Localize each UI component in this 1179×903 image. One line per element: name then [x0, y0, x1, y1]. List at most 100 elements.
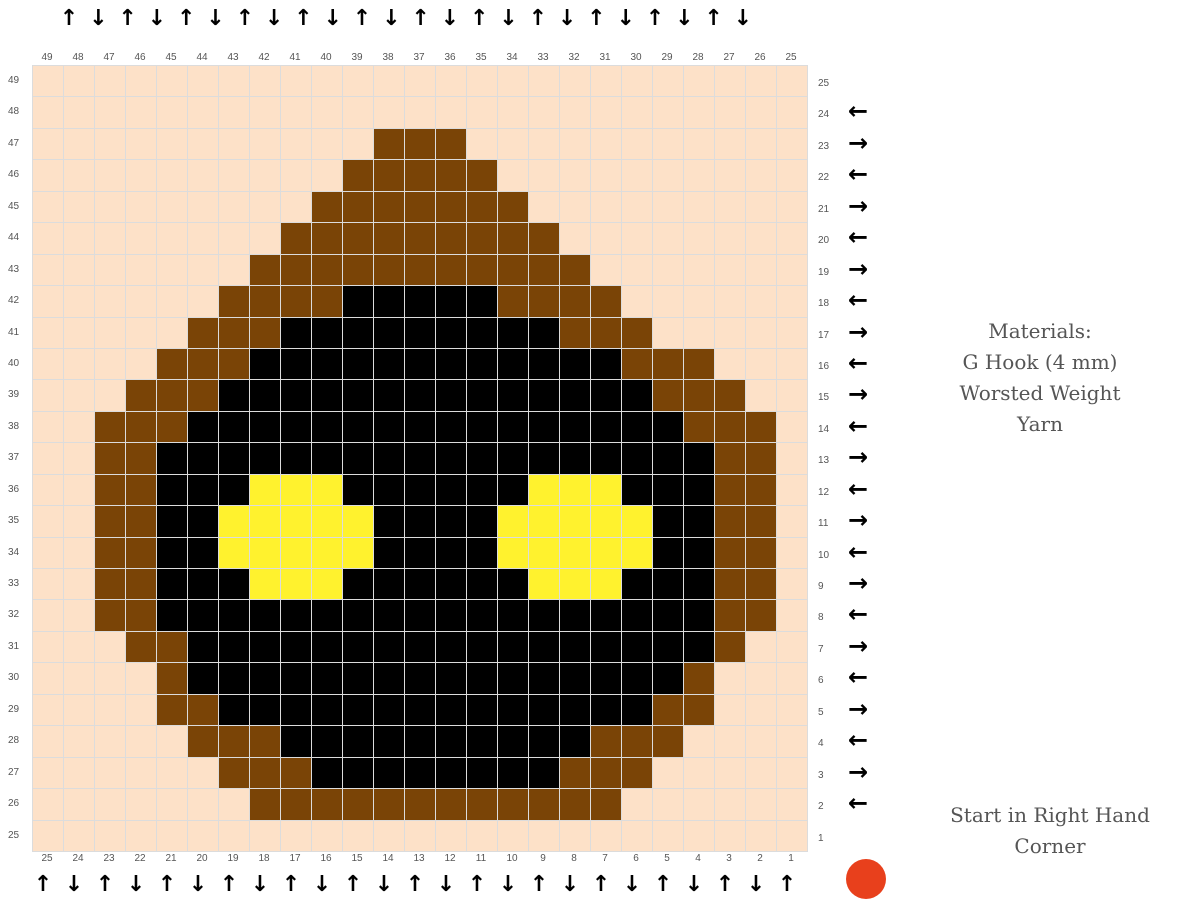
row-label-right: 1 — [818, 833, 848, 845]
grid-cell — [157, 318, 188, 349]
grid-cell — [653, 506, 684, 537]
grid-cell — [653, 318, 684, 349]
grid-cell — [343, 600, 374, 631]
grid-cell — [219, 632, 250, 663]
grid-cell — [777, 789, 808, 820]
grid-cell — [560, 821, 591, 852]
grid-cell — [560, 475, 591, 506]
grid-cell — [777, 349, 808, 380]
grid-cell — [343, 726, 374, 757]
grid-cell — [467, 160, 498, 191]
grid-cell — [343, 821, 374, 852]
arrow-up-icon: ↑ — [409, 8, 433, 30]
grid-cell — [560, 160, 591, 191]
grid-cell — [777, 160, 808, 191]
grid-cell — [374, 129, 405, 160]
grid-cell — [591, 192, 622, 223]
grid-cell — [467, 726, 498, 757]
grid-cell — [157, 412, 188, 443]
grid-cell — [498, 255, 529, 286]
row-label-right: 19 — [818, 267, 848, 279]
grid-cell — [219, 286, 250, 317]
grid-cell — [467, 758, 498, 789]
grid-cell — [343, 663, 374, 694]
column-label-bottom: 13 — [404, 853, 434, 865]
grid-cell — [467, 821, 498, 852]
grid-cell — [157, 129, 188, 160]
column-label-top: 29 — [652, 52, 682, 64]
grid-cell — [405, 255, 436, 286]
grid-cell — [374, 443, 405, 474]
column-label-bottom: 17 — [280, 853, 310, 865]
grid-cell — [622, 695, 653, 726]
grid-cell — [715, 97, 746, 128]
arrow-left-icon: ← — [846, 163, 870, 185]
materials-yarn-line2: Yarn — [885, 409, 1179, 440]
grid-cell — [281, 758, 312, 789]
grid-cell — [281, 255, 312, 286]
grid-cell — [467, 349, 498, 380]
grid-cell — [684, 160, 715, 191]
grid-cell — [188, 97, 219, 128]
grid-cell — [405, 412, 436, 443]
grid-cell — [312, 380, 343, 411]
grid-cell — [405, 318, 436, 349]
grid-cell — [715, 255, 746, 286]
column-label-top: 32 — [559, 52, 589, 64]
grid-cell — [250, 223, 281, 254]
grid-cell — [188, 758, 219, 789]
grid-cell — [715, 663, 746, 694]
grid-cell — [250, 129, 281, 160]
grid-cell — [436, 789, 467, 820]
materials-yarn-line1: Worsted Weight — [885, 378, 1179, 409]
grid-cell — [560, 129, 591, 160]
grid-cell — [746, 506, 777, 537]
grid-cell — [560, 97, 591, 128]
grid-cell — [157, 255, 188, 286]
grid-cell — [467, 506, 498, 537]
grid-cell — [715, 758, 746, 789]
grid-cell — [64, 349, 95, 380]
column-label-top: 37 — [404, 52, 434, 64]
grid-cell — [560, 726, 591, 757]
grid-cell — [467, 789, 498, 820]
arrow-up-icon: ↑ — [31, 874, 55, 896]
column-label-top: 49 — [32, 52, 62, 64]
start-marker-dot — [846, 859, 886, 899]
grid-cell — [560, 695, 591, 726]
row-label-left: 29 — [8, 704, 38, 716]
grid-cell — [560, 286, 591, 317]
grid-cell — [715, 632, 746, 663]
grid-cell — [777, 66, 808, 97]
grid-cell — [591, 443, 622, 474]
grid-cell — [64, 569, 95, 600]
grid-cell — [498, 632, 529, 663]
column-label-top: 33 — [528, 52, 558, 64]
grid-cell — [529, 97, 560, 128]
column-label-top: 31 — [590, 52, 620, 64]
grid-cell — [64, 380, 95, 411]
arrow-up-icon: ↑ — [57, 8, 81, 30]
grid-cell — [343, 506, 374, 537]
grid-cell — [684, 255, 715, 286]
grid-cell — [560, 789, 591, 820]
grid-cell — [560, 349, 591, 380]
grid-cell — [498, 475, 529, 506]
row-label-left: 35 — [8, 515, 38, 527]
grid-cell — [498, 758, 529, 789]
grid-cell — [157, 192, 188, 223]
arrow-down-icon: ↓ — [497, 8, 521, 30]
grid-cell — [777, 506, 808, 537]
column-label-bottom: 8 — [559, 853, 589, 865]
grid-cell — [64, 538, 95, 569]
grid-cell — [467, 255, 498, 286]
grid-cell — [343, 380, 374, 411]
column-label-bottom: 3 — [714, 853, 744, 865]
grid-cell — [343, 318, 374, 349]
grid-cell — [684, 129, 715, 160]
grid-cell — [312, 412, 343, 443]
row-label-left: 26 — [8, 798, 38, 810]
arrow-up-icon: ↑ — [589, 874, 613, 896]
materials-note: Materials: G Hook (4 mm) Worsted Weight … — [905, 316, 1179, 440]
grid-cell — [436, 129, 467, 160]
